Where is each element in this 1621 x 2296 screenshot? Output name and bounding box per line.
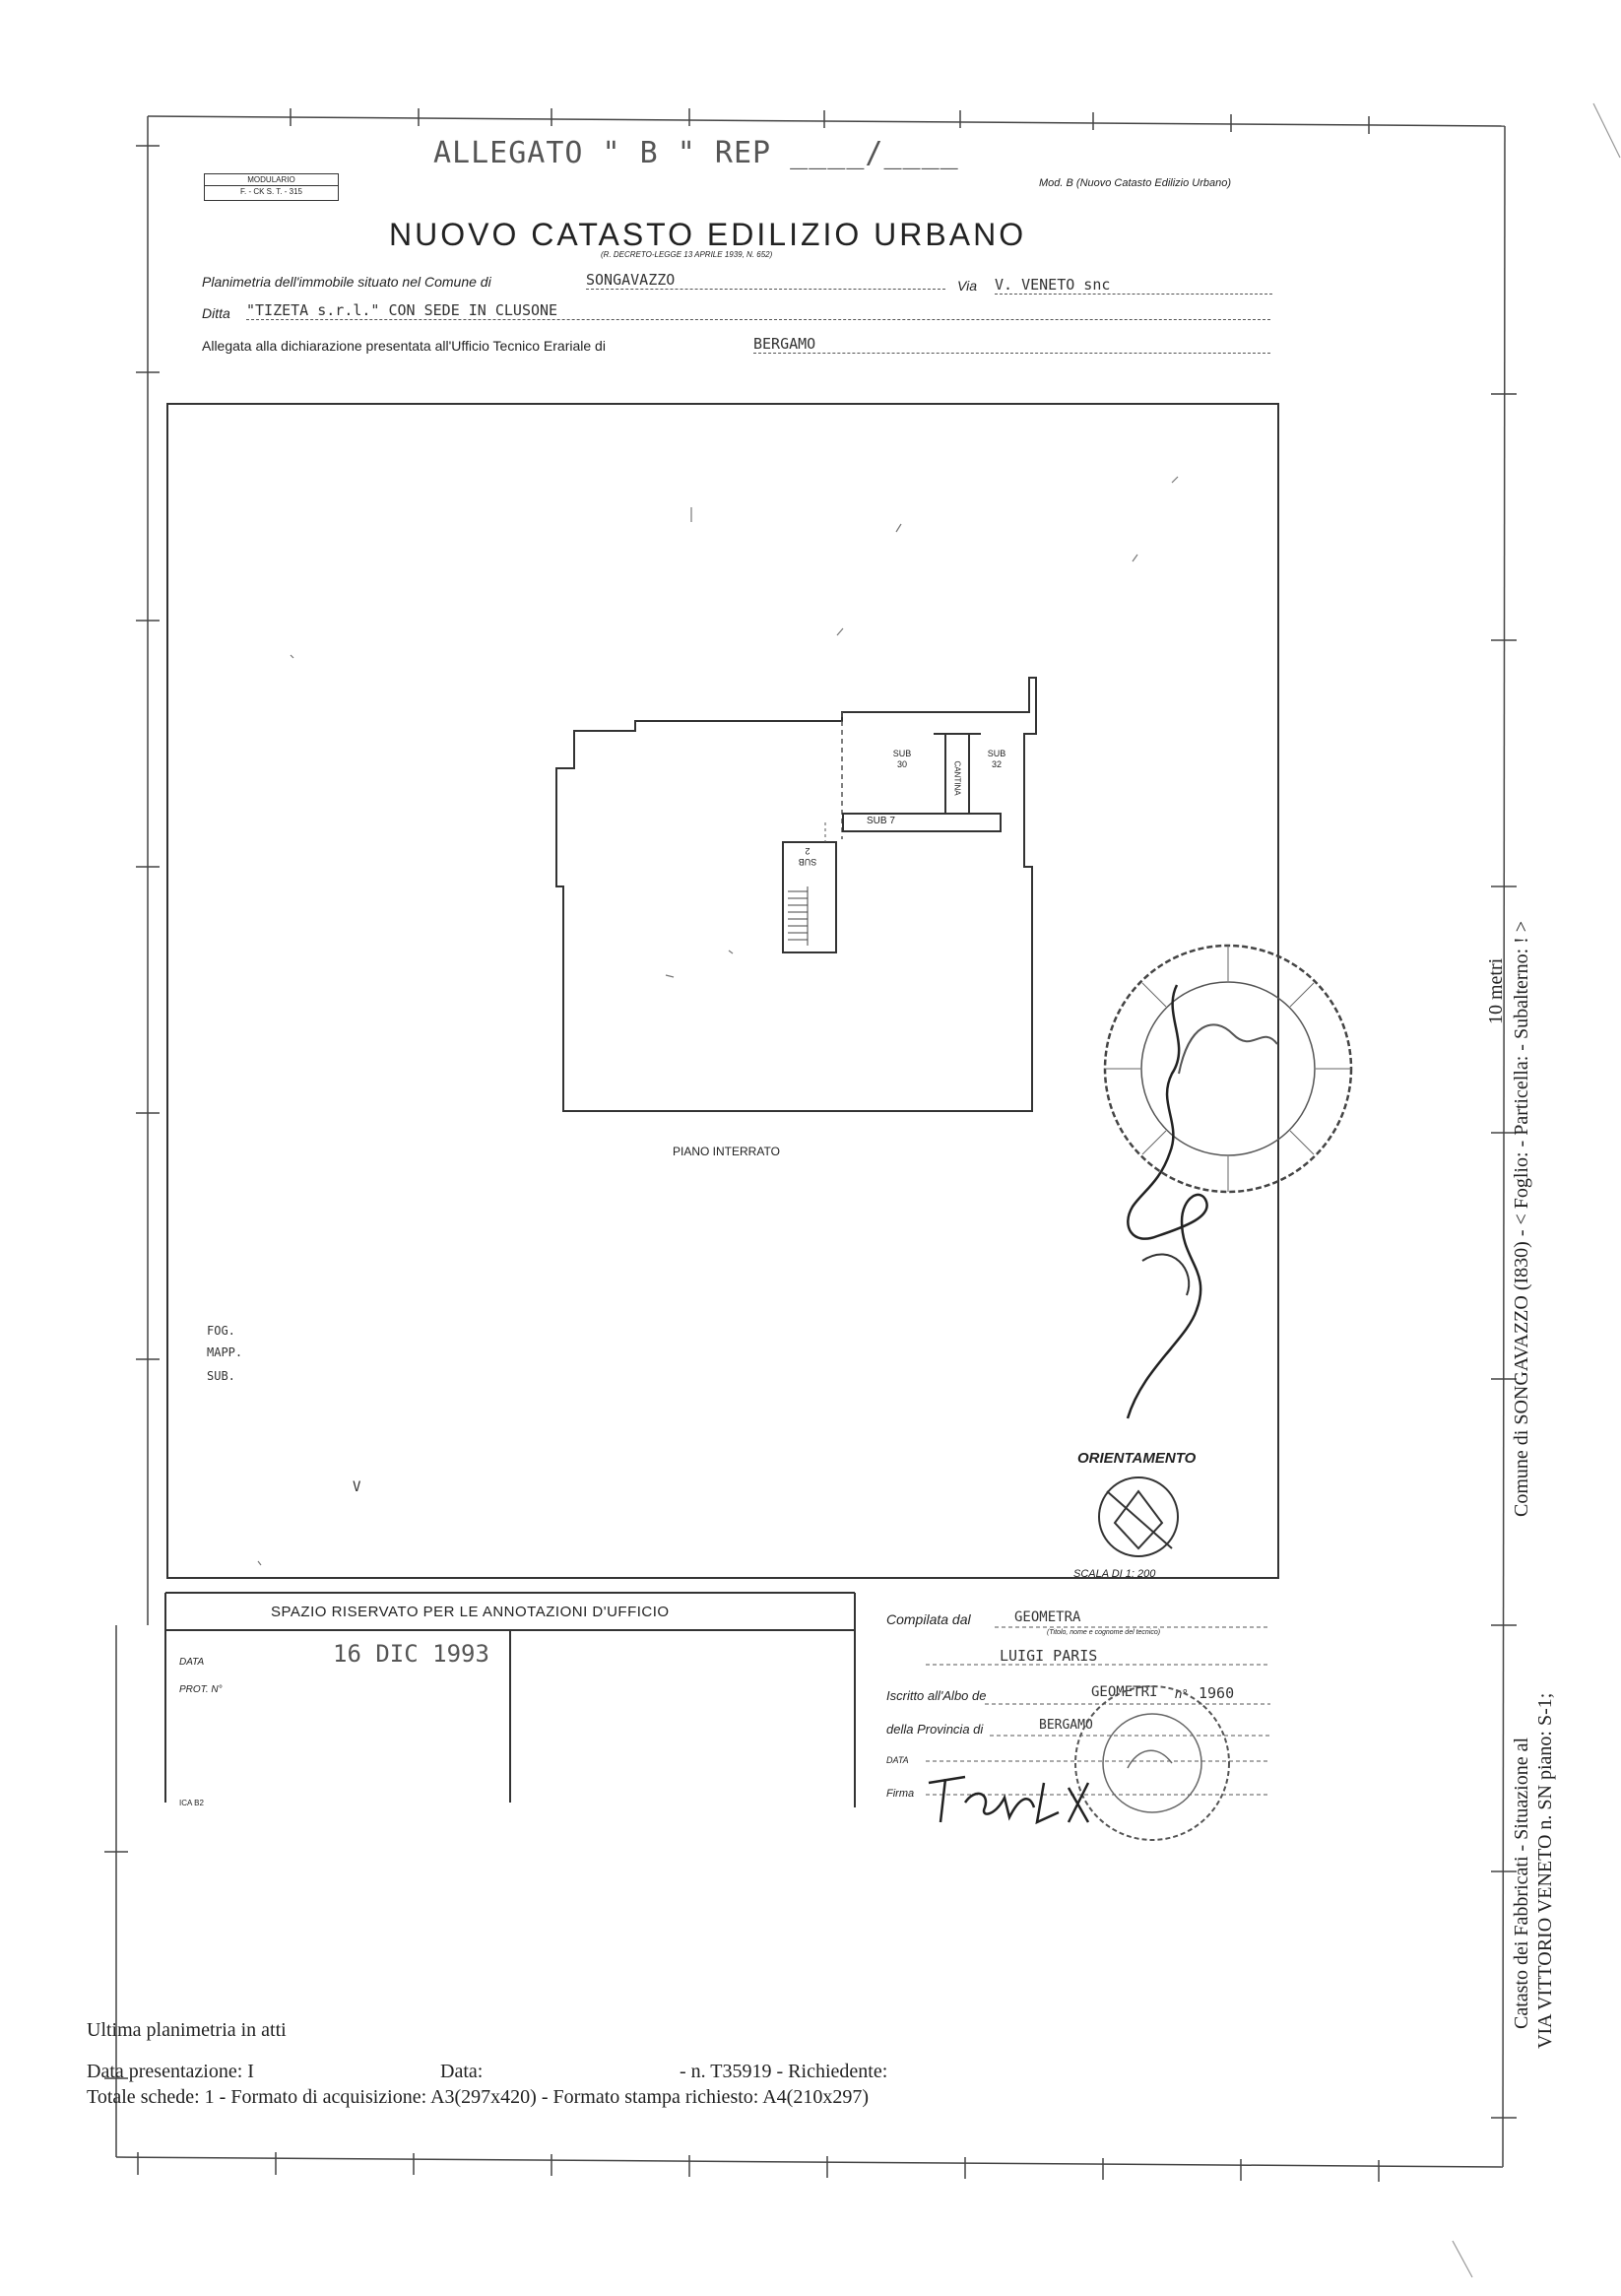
ditta-value: "TIZETA s.r.l." CON SEDE IN CLUSONE [246, 301, 1270, 320]
office-title: SPAZIO RISERVATO PER LE ANNOTAZIONI D'UF… [271, 1604, 670, 1620]
via-value: V. VENETO snc [995, 276, 1272, 295]
compilata-label: Compilata dal [886, 1611, 971, 1627]
sub-label: SUB. [207, 1369, 235, 1383]
side-line2: Comune di SONGAVAZZO (I830) - < Foglio: … [1511, 920, 1532, 1517]
scala-label: SCALA DI 1: 200 [1073, 1568, 1156, 1580]
sub2-stairs-box [782, 841, 837, 953]
provincia-value: BERGAMO [1039, 1718, 1093, 1733]
prot-label: PROT. N° [179, 1684, 223, 1695]
form-code-line1: MODULARIO [205, 174, 338, 186]
sub32-label: SUB 32 [987, 749, 1006, 769]
allegata-label: Allegata alla dichiarazione presentata a… [202, 338, 606, 354]
data-label: DATA [179, 1657, 205, 1668]
footer-line2b: Data: [440, 2061, 484, 2082]
firma-label: Firma [886, 1788, 915, 1800]
decree-label: (R. DECRETO-LEGGE 13 APRILE 1939, N. 652… [601, 250, 773, 259]
sub7-bar [842, 813, 1002, 832]
ufficio-value: BERGAMO [753, 335, 1270, 354]
form-code-line2: F. - CK S. T. - 315 [240, 187, 302, 196]
data-value: 16 DIC 1993 [333, 1640, 489, 1668]
signature-mark [1126, 984, 1208, 1419]
v-mark: V [353, 1479, 361, 1495]
footer-line2a: Data presentazione: I [87, 2061, 254, 2082]
comune-value: SONGAVAZZO [586, 271, 945, 290]
geometra-stamp [1074, 1685, 1230, 1841]
sub7-label: SUB 7 [867, 816, 895, 826]
fog-label: FOG. [207, 1324, 235, 1338]
allegato-stamp: ALLEGATO " B " REP ____/____ [433, 136, 959, 170]
cantina-corridor [944, 733, 970, 816]
ditta-label: Ditta [202, 305, 230, 321]
page-title: NUOVO CATASTO EDILIZIO URBANO [389, 217, 1027, 252]
footer-line3: Totale schede: 1 - Formato di acquisizio… [87, 2086, 869, 2108]
via-label: Via [957, 278, 977, 294]
mapp-label: MAPP. [207, 1345, 243, 1359]
floor-label: PIANO INTERRATO [673, 1145, 780, 1158]
numero-value: 1960 [1199, 1684, 1235, 1702]
compilata-note: (Titolo, nome e cognome del tecnico) [1047, 1629, 1161, 1636]
office-footer-code: ICA B2 [179, 1799, 204, 1807]
notary-stamp [1103, 944, 1353, 1194]
model-label: Mod. B (Nuovo Catasto Edilizio Urbano) [1039, 177, 1232, 189]
firma-signature [928, 1775, 1090, 1825]
planimetria-label: Planimetria dell'immobile situato nel Co… [202, 274, 491, 290]
provincia-label: della Provincia di [886, 1722, 984, 1737]
side-line3: VIA VITTORIO VENETO n. SN piano: S-1; [1534, 1692, 1556, 2049]
iscritto-label: Iscritto all'Albo de [886, 1688, 987, 1703]
orientamento-label: ORIENTAMENTO [1077, 1450, 1197, 1467]
side-line1: Catasto dei Fabbricati - Situazione al [1511, 1737, 1532, 2029]
footer-line2c: - n. T35919 - Richiedente: [680, 2061, 888, 2082]
compass-icon [1098, 1476, 1179, 1557]
form-code-box: MODULARIO F. - CK S. T. - 315 [204, 173, 339, 201]
tecnico-name: LUIGI PARIS [1000, 1647, 1098, 1665]
footer-line1: Ultima planimetria in atti [87, 2019, 287, 2041]
side-scale-text: 10 metri [1485, 957, 1507, 1024]
data2-label: DATA [886, 1755, 909, 1765]
compilata-value: GEOMETRA [1014, 1609, 1081, 1625]
sub30-label: SUB 30 [892, 749, 912, 769]
